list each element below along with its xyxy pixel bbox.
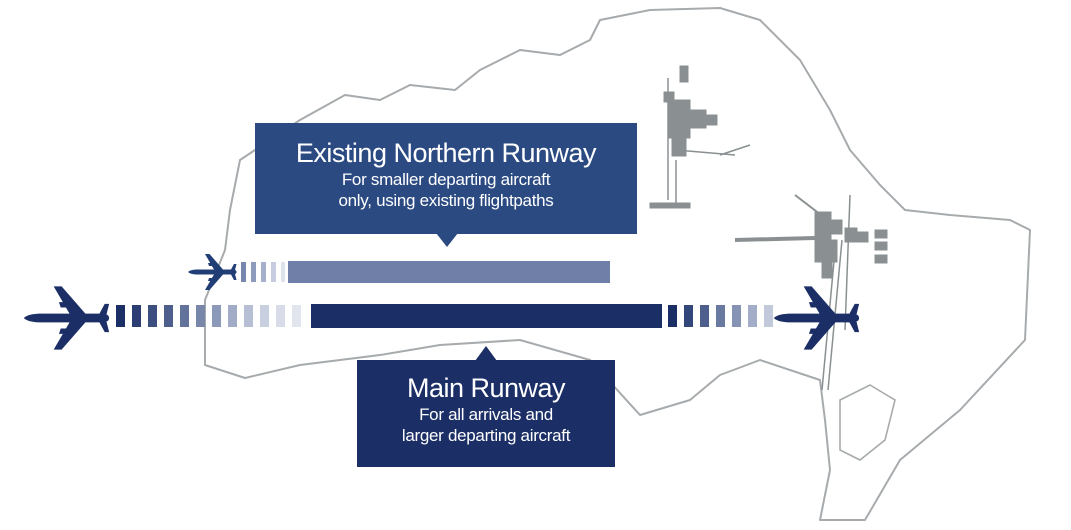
main-callout-pointer: [475, 346, 497, 361]
northern-runway-desc-line2: only, using existing flightpaths: [338, 191, 554, 210]
northern-runway-desc-line1: For smaller departing aircraft: [341, 170, 551, 189]
airplane-icon: [23, 286, 110, 350]
airplane-icon: [188, 254, 237, 290]
northern-terminal: [649, 65, 751, 209]
southern-feature: [839, 384, 896, 461]
main-runway-title: Main Runway: [406, 373, 566, 403]
main-runway-dashes-west: [116, 305, 301, 327]
northern-runway-title: Existing Northern Runway: [295, 138, 597, 168]
airport-boundary: [204, 7, 1031, 521]
main-runway-group: [116, 304, 773, 328]
northern-runway-callout: Existing Northern Runway For smaller dep…: [255, 123, 637, 234]
main-runway: [311, 304, 662, 328]
northern-runway-dashes: [241, 262, 285, 282]
main-runway-desc-line1: For all arrivals and: [419, 405, 553, 424]
northern-runway-group: [241, 261, 610, 283]
northern-callout-pointer: [436, 233, 458, 247]
main-terminal: [734, 194, 888, 391]
main-runway-dashes-east: [668, 305, 773, 327]
main-runway-desc-line2: larger departing aircraft: [401, 426, 571, 445]
main-runway-callout: Main Runway For all arrivals and larger …: [357, 360, 615, 467]
northern-runway: [288, 261, 610, 283]
